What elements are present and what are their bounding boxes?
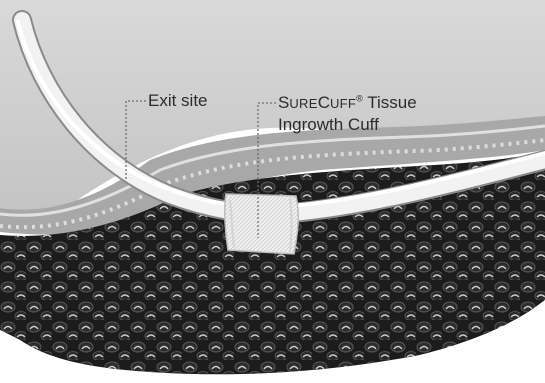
tissue-ingrowth-cuff <box>225 194 298 254</box>
surecuff-label-line1: SURECUFF® Tissue <box>278 92 417 114</box>
surecuff-label: SURECUFF® Tissue Ingrowth Cuff <box>278 92 417 135</box>
surecuff-label-line2: Ingrowth Cuff <box>278 114 417 135</box>
exit-site-text: Exit site <box>148 91 208 110</box>
exit-site-label: Exit site <box>148 90 208 111</box>
registered-mark: ® <box>356 93 363 103</box>
